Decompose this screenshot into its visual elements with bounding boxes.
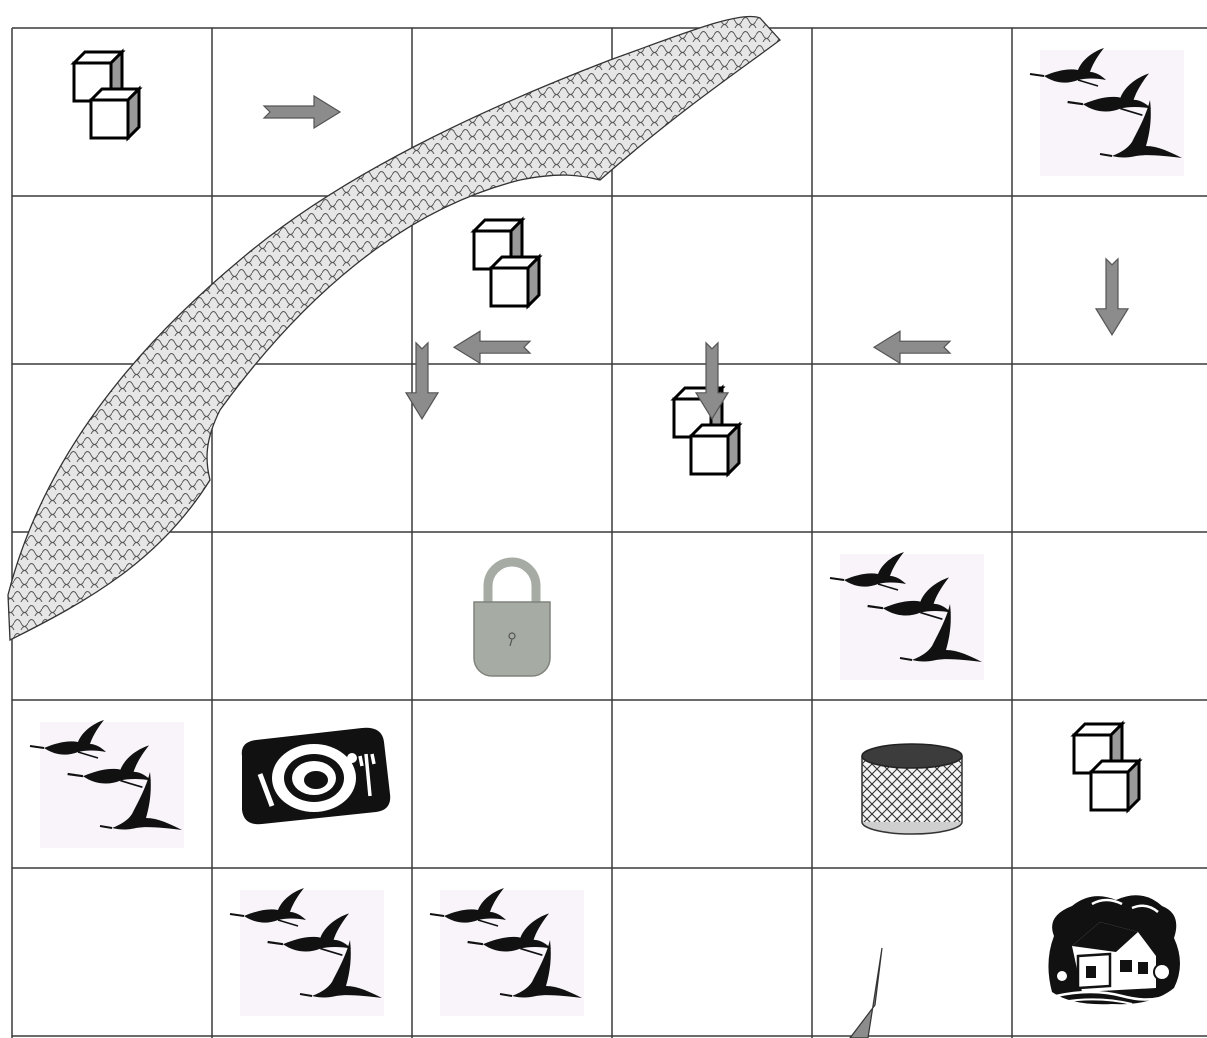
cranes-icon[interactable]	[830, 552, 984, 680]
house-icon[interactable]	[1048, 895, 1180, 1004]
cranes-icon[interactable]	[230, 888, 384, 1016]
well-icon[interactable]	[862, 744, 962, 834]
cranes-icon[interactable]	[430, 888, 584, 1016]
cranes-icon[interactable]	[30, 720, 184, 848]
place-setting-icon[interactable]	[242, 728, 390, 824]
cranes-icon[interactable]	[1030, 48, 1184, 176]
